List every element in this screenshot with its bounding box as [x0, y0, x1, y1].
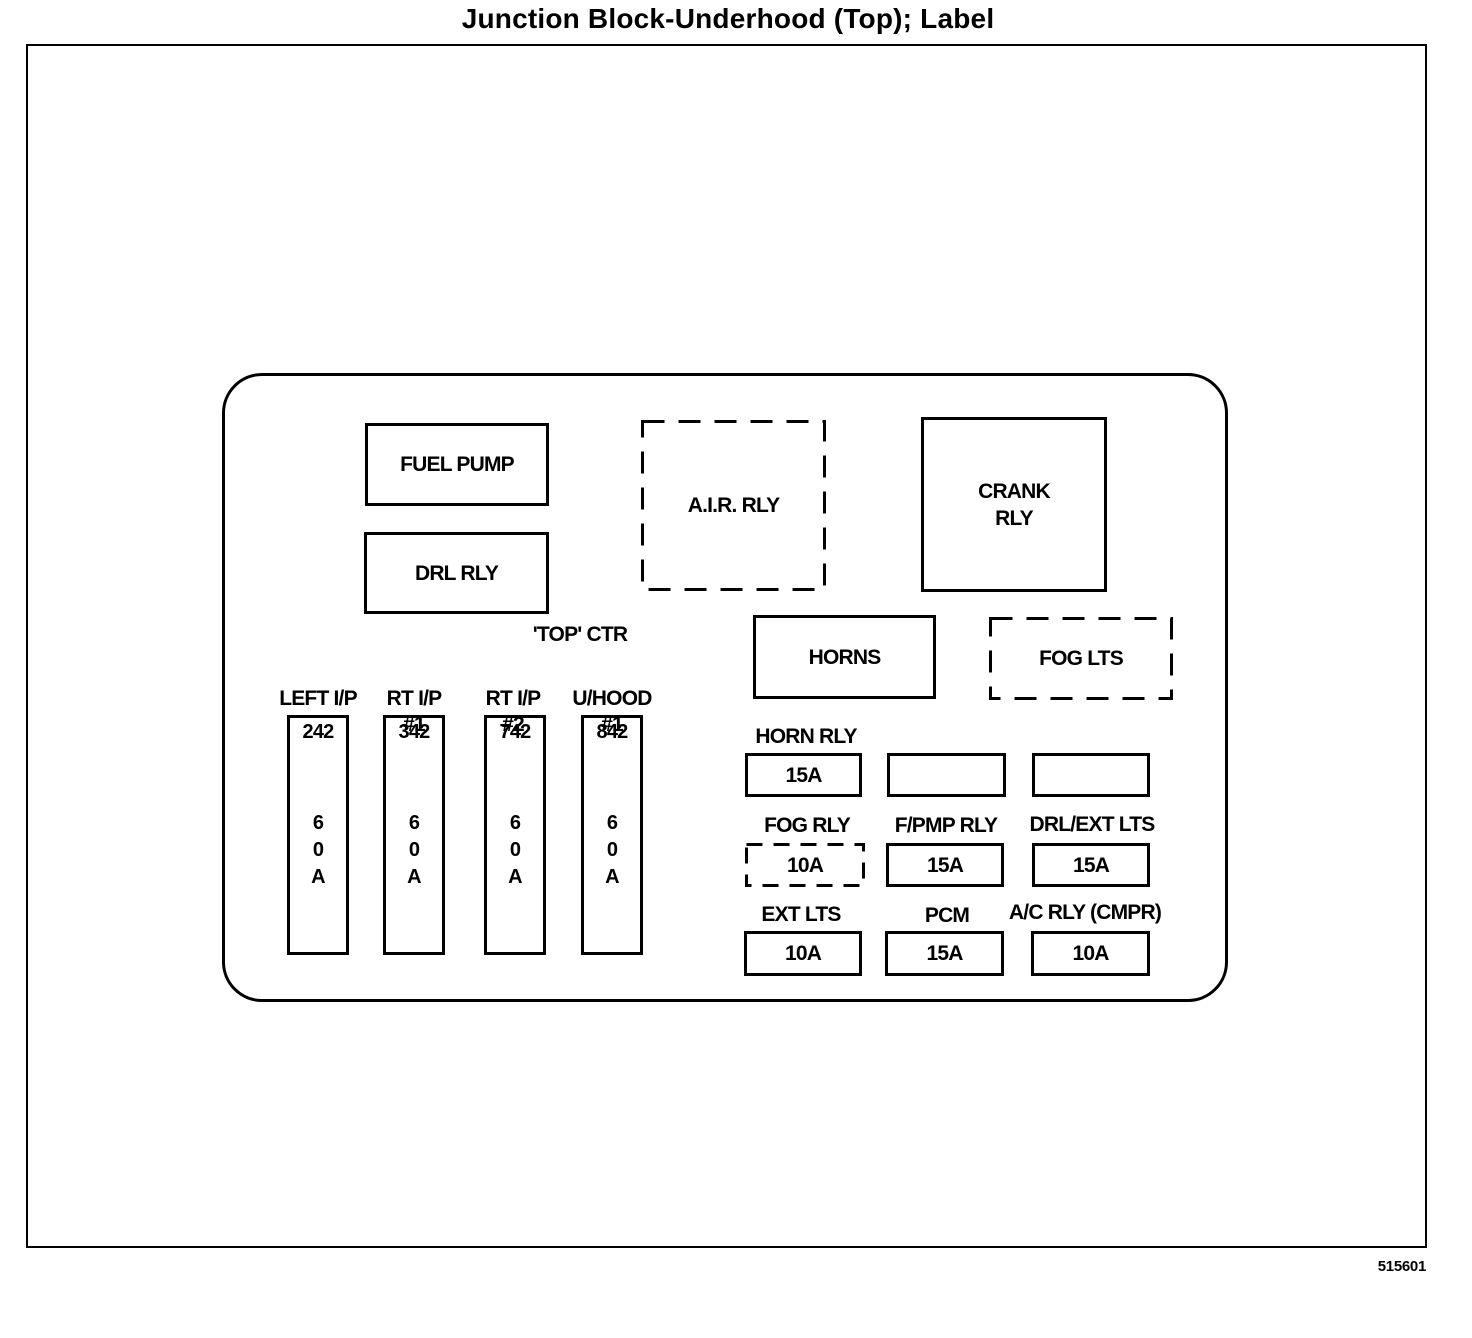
horns-relay-label: HORNS [808, 645, 882, 669]
figure-code: 515601 [1377, 1258, 1427, 1275]
crank-relay-label: CRANK RLY [978, 479, 1051, 530]
maxi-fuse-label: RT I/P #1 [386, 687, 443, 736]
fuse-rating: 15A [926, 942, 963, 965]
fuse-rating: 15A [926, 853, 964, 877]
air-relay-label: A.I.R. RLY [687, 494, 780, 517]
fuel-pump-relay-label: FUEL PUMP [400, 453, 515, 476]
air-relay: A.I.R. RLY [641, 420, 826, 591]
fog-relay-fuse: 10A [745, 843, 865, 887]
fuse-rating: 15A [785, 763, 822, 787]
blank-fuse-slot [887, 753, 1006, 797]
maxi-fuse-742: 742 6 0 A [484, 715, 546, 955]
fog-lights-relay: FOG LTS [989, 617, 1173, 700]
ext-lights-fuse: 10A [744, 931, 862, 976]
fuel-pump-relay: FUEL PUMP [365, 423, 549, 506]
horns-relay: HORNS [753, 615, 936, 699]
maxi-fuse-number: 242 [302, 721, 335, 743]
blank-fuse-slot [1032, 753, 1150, 797]
horn-relay-fuse: 15A [745, 753, 862, 797]
maxi-fuse-rating: 6 0 A [605, 812, 619, 888]
drl-relay: DRL RLY [364, 532, 549, 614]
fog-relay-fuse-dashed-outline [745, 843, 865, 887]
fuse-rating: 10A [786, 853, 824, 877]
maxi-fuse-842: 842 6 0 A [581, 715, 643, 955]
fuse-rating: 10A [784, 942, 822, 965]
maxi-fuse-rating: 6 0 A [508, 812, 522, 888]
diagram-title: Junction Block-Underhood (Top); Label [461, 3, 995, 34]
maxi-fuse-number: 842 [596, 721, 629, 743]
crank-relay: CRANK RLY [921, 417, 1107, 592]
drl-relay-label: DRL RLY [414, 561, 499, 585]
fpmp-relay-fuse-label: F/PMP RLY [894, 814, 998, 837]
ac-relay-fuse-label: A/C RLY (CMPR) [1008, 901, 1162, 924]
drl-ext-lights-fuse-label: DRL/EXT LTS [1029, 813, 1156, 836]
pcm-fuse: 15A [885, 931, 1004, 976]
fog-lights-relay-dashed-outline [989, 617, 1173, 700]
junction-block-outline [222, 373, 1228, 1002]
fpmp-relay-fuse: 15A [886, 843, 1004, 887]
top-ctr-label: 'TOP' CTR [532, 623, 628, 646]
maxi-fuse-label: U/HOOD #1 [572, 687, 652, 736]
fuse-rating: 15A [1072, 853, 1110, 877]
fog-relay-fuse-label: FOG RLY [764, 814, 851, 837]
air-relay-dashed-outline [641, 420, 826, 591]
maxi-fuse-label: RT I/P #2 [485, 687, 542, 736]
pcm-fuse-label: PCM [924, 904, 970, 927]
ext-lights-fuse-label: EXT LTS [761, 903, 841, 926]
maxi-fuse-rating: 6 0 A [407, 812, 421, 888]
diagram-frame [26, 44, 1427, 1248]
ac-relay-fuse: 10A [1031, 931, 1150, 976]
fuse-rating: 10A [1072, 942, 1109, 965]
horn-relay-fuse-label: HORN RLY [755, 725, 857, 748]
maxi-fuse-label: LEFT I/P [279, 687, 357, 710]
maxi-fuse-rating: 6 0 A [311, 812, 325, 888]
fog-lights-relay-label: FOG LTS [1039, 647, 1124, 670]
maxi-fuse-242: 242 6 0 A [287, 715, 349, 955]
maxi-fuse-number: 342 [398, 721, 431, 743]
maxi-fuse-342: 342 6 0 A [383, 715, 445, 955]
drl-ext-lights-fuse: 15A [1032, 843, 1150, 887]
maxi-fuse-number: 742 [499, 721, 532, 743]
